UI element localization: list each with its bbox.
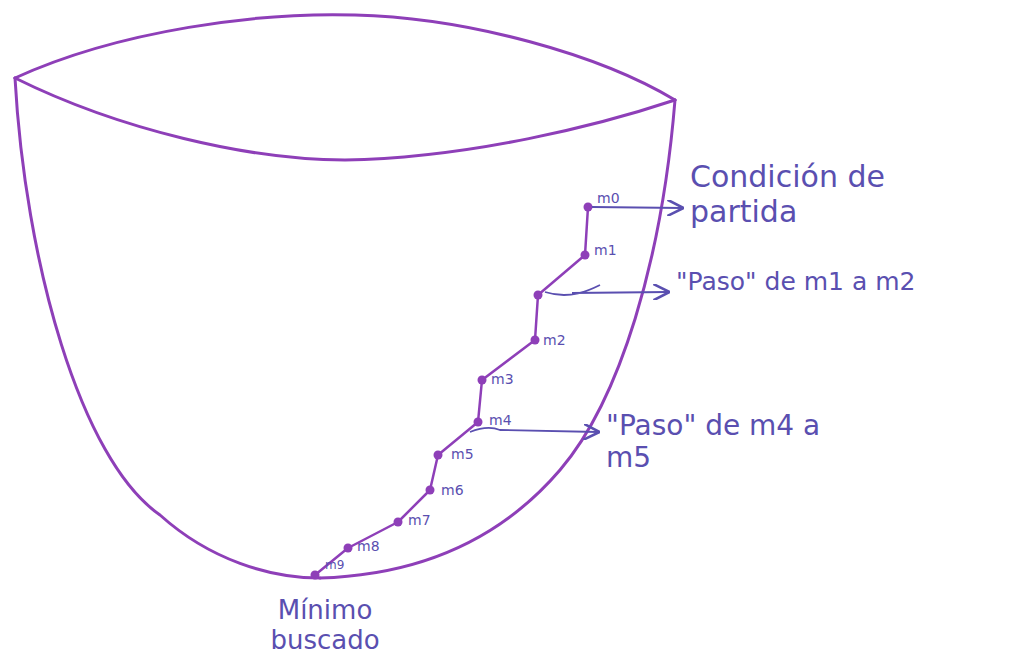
bowl-left-side [15,78,320,578]
point-label: m8 [357,538,397,554]
point-label: m7 [408,512,448,528]
callout-text: "Paso" de m4 a m5 [606,410,826,474]
leader-line [545,285,668,295]
callout-text: Condición de partida [690,160,1000,229]
point-label: m3 [491,371,531,387]
bowl-rim-bottom [15,78,675,160]
descent-path [315,207,588,575]
bowl-right-side [320,100,675,578]
point-label: m9 [325,559,365,573]
point-label: m1 [594,242,634,258]
point-label: m2 [543,332,583,348]
point-label: m6 [441,482,481,498]
callout-text: "Paso" de m1 a m2 [676,268,1011,297]
caption-text: Mínimo buscado [225,596,425,656]
step-points [311,203,593,580]
point-label: m5 [451,446,491,462]
point-label: m4 [489,412,529,428]
point-label: m0 [597,190,637,206]
leader-line [592,207,682,208]
bowl-rim-top [15,15,675,100]
leader-line [470,428,598,432]
